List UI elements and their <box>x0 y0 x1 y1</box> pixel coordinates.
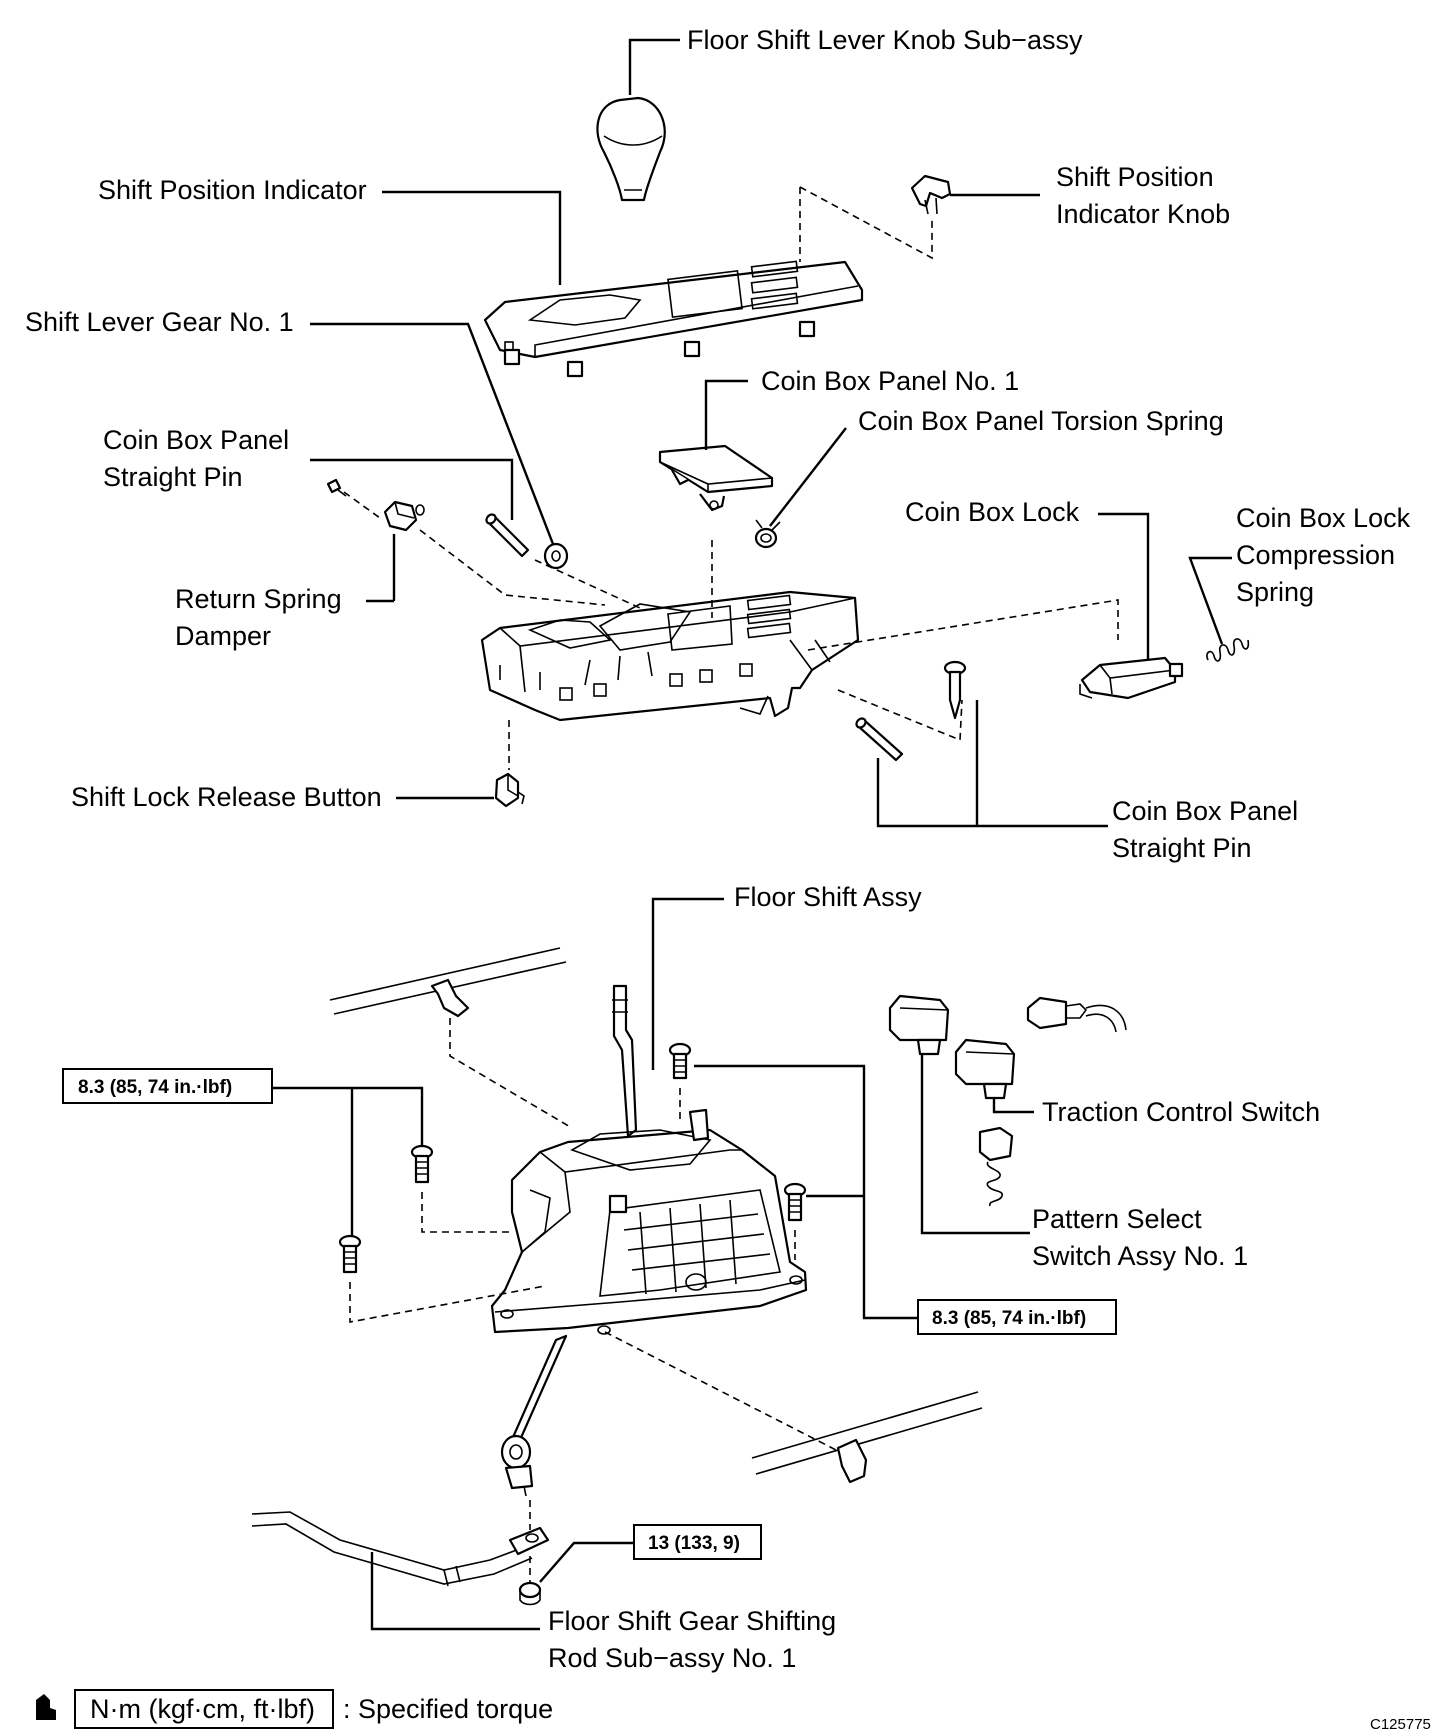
bolt-4 <box>338 1234 362 1274</box>
torque-wrench-icon <box>36 1694 56 1720</box>
label-rod-line2: Rod Sub−assy No. 1 <box>548 1643 796 1673</box>
label-pin-left-line2: Straight Pin <box>103 462 243 492</box>
label-indicator-knob-line1: Shift Position <box>1056 162 1214 192</box>
leader-pin-right <box>876 700 1108 828</box>
label-torsion-spring: Coin Box Panel Torsion Spring <box>858 406 1224 436</box>
control-cable-upper <box>329 947 567 1018</box>
coin-box-panel-part <box>658 444 774 512</box>
shift-link-arm-part <box>500 1334 568 1497</box>
label-damper-line2: Damper <box>175 621 271 651</box>
shift-lever-gear-part <box>543 542 569 570</box>
bolt-3 <box>783 1182 807 1222</box>
leader-traction <box>992 1098 1034 1114</box>
return-spring-damper-part <box>383 500 425 532</box>
label-damper-line1: Return Spring <box>175 584 342 614</box>
coin-box-housing-part <box>480 590 860 722</box>
label-coin-box-panel: Coin Box Panel No. 1 <box>761 366 1019 396</box>
leader-pattern <box>920 1054 1030 1235</box>
bolt-1 <box>668 1042 692 1080</box>
label-lock-spring-line3: Spring <box>1236 577 1314 607</box>
straight-pin-right-part <box>855 717 904 762</box>
straight-pin-left-part <box>485 513 530 558</box>
label-release-button: Shift Lock Release Button <box>71 782 382 812</box>
legend-torque-unit: N·m (kgf·cm, ft·lbf) <box>90 1694 315 1724</box>
damper-screw-part <box>326 478 347 497</box>
label-lock-spring-line1: Coin Box Lock <box>1236 503 1411 533</box>
torsion-spring-part <box>754 519 781 549</box>
leader-lock-spring <box>1188 556 1232 645</box>
label-shift-lever-gear: Shift Lever Gear No. 1 <box>25 307 294 337</box>
bolt-2 <box>410 1144 434 1184</box>
coin-box-lock-part <box>1079 656 1184 700</box>
leader-torque-right <box>694 1064 920 1320</box>
shift-lever-knob-part <box>596 96 666 202</box>
torque-box-bottom: 13 (133, 9) <box>633 1524 762 1560</box>
leader-knob <box>628 38 680 95</box>
leader-coin-panel <box>704 379 748 450</box>
label-floor-shift-assy: Floor Shift Assy <box>734 882 922 912</box>
leader-indicator <box>382 190 562 285</box>
lock-compression-spring-part <box>1206 638 1250 662</box>
label-rod-line1: Floor Shift Gear Shifting <box>548 1606 836 1636</box>
shift-lock-release-button-part <box>494 772 525 808</box>
shift-position-indicator-part <box>483 260 864 378</box>
shift-position-indicator-knob-part <box>910 174 952 215</box>
label-pin-right-line1: Coin Box Panel <box>1112 796 1298 826</box>
leader-pin-left <box>310 458 514 520</box>
torque-value-left: 8.3 (85, 74 in.·lbf) <box>78 1077 232 1098</box>
label-shift-position-indicator: Shift Position Indicator <box>98 175 367 205</box>
torque-box-left: 8.3 (85, 74 in.·lbf) <box>62 1068 273 1104</box>
figure-code: C125775 <box>1370 1716 1431 1733</box>
leader-lock <box>1098 512 1150 660</box>
traction-control-switch-part <box>954 1038 1016 1100</box>
torque-value-bottom: 13 (133, 9) <box>648 1533 740 1554</box>
leader-gear <box>310 322 555 545</box>
torque-box-right: 8.3 (85, 74 in.·lbf) <box>917 1299 1117 1335</box>
floor-shift-assy-part <box>490 984 808 1335</box>
legend-torque-unit-box: N·m (kgf·cm, ft·lbf) <box>74 1689 334 1729</box>
label-pin-right-line2: Straight Pin <box>1112 833 1252 863</box>
leader-torque-left <box>272 1086 424 1236</box>
switch-connector-part <box>1026 996 1127 1033</box>
label-coin-box-lock: Coin Box Lock <box>905 497 1080 527</box>
legend-specified-torque: : Specified torque <box>343 1694 553 1724</box>
pattern-select-switch-part <box>888 994 950 1056</box>
label-indicator-knob-line2: Indicator Knob <box>1056 199 1230 229</box>
label-traction-control: Traction Control Switch <box>1042 1097 1320 1127</box>
leader-torque-bottom <box>539 1541 636 1583</box>
rod-nut-part <box>518 1581 542 1606</box>
label-pattern-line1: Pattern Select <box>1032 1204 1202 1234</box>
label-shift-lever-knob: Floor Shift Lever Knob Sub−assy <box>687 25 1083 55</box>
leader-floor-shift <box>651 897 724 1070</box>
control-cable-lower <box>751 1391 983 1484</box>
switch-knob-spring-part <box>978 1126 1014 1207</box>
gear-shifting-rod-part <box>251 1511 550 1587</box>
label-pattern-line2: Switch Assy No. 1 <box>1032 1241 1248 1271</box>
leader-torsion-spring <box>769 427 847 527</box>
leader-rod <box>370 1552 540 1631</box>
label-pin-left-line1: Coin Box Panel <box>103 425 289 455</box>
push-clip-part <box>943 660 967 720</box>
label-lock-spring-line2: Compression <box>1236 540 1395 570</box>
torque-value-right: 8.3 (85, 74 in.·lbf) <box>932 1308 1086 1329</box>
